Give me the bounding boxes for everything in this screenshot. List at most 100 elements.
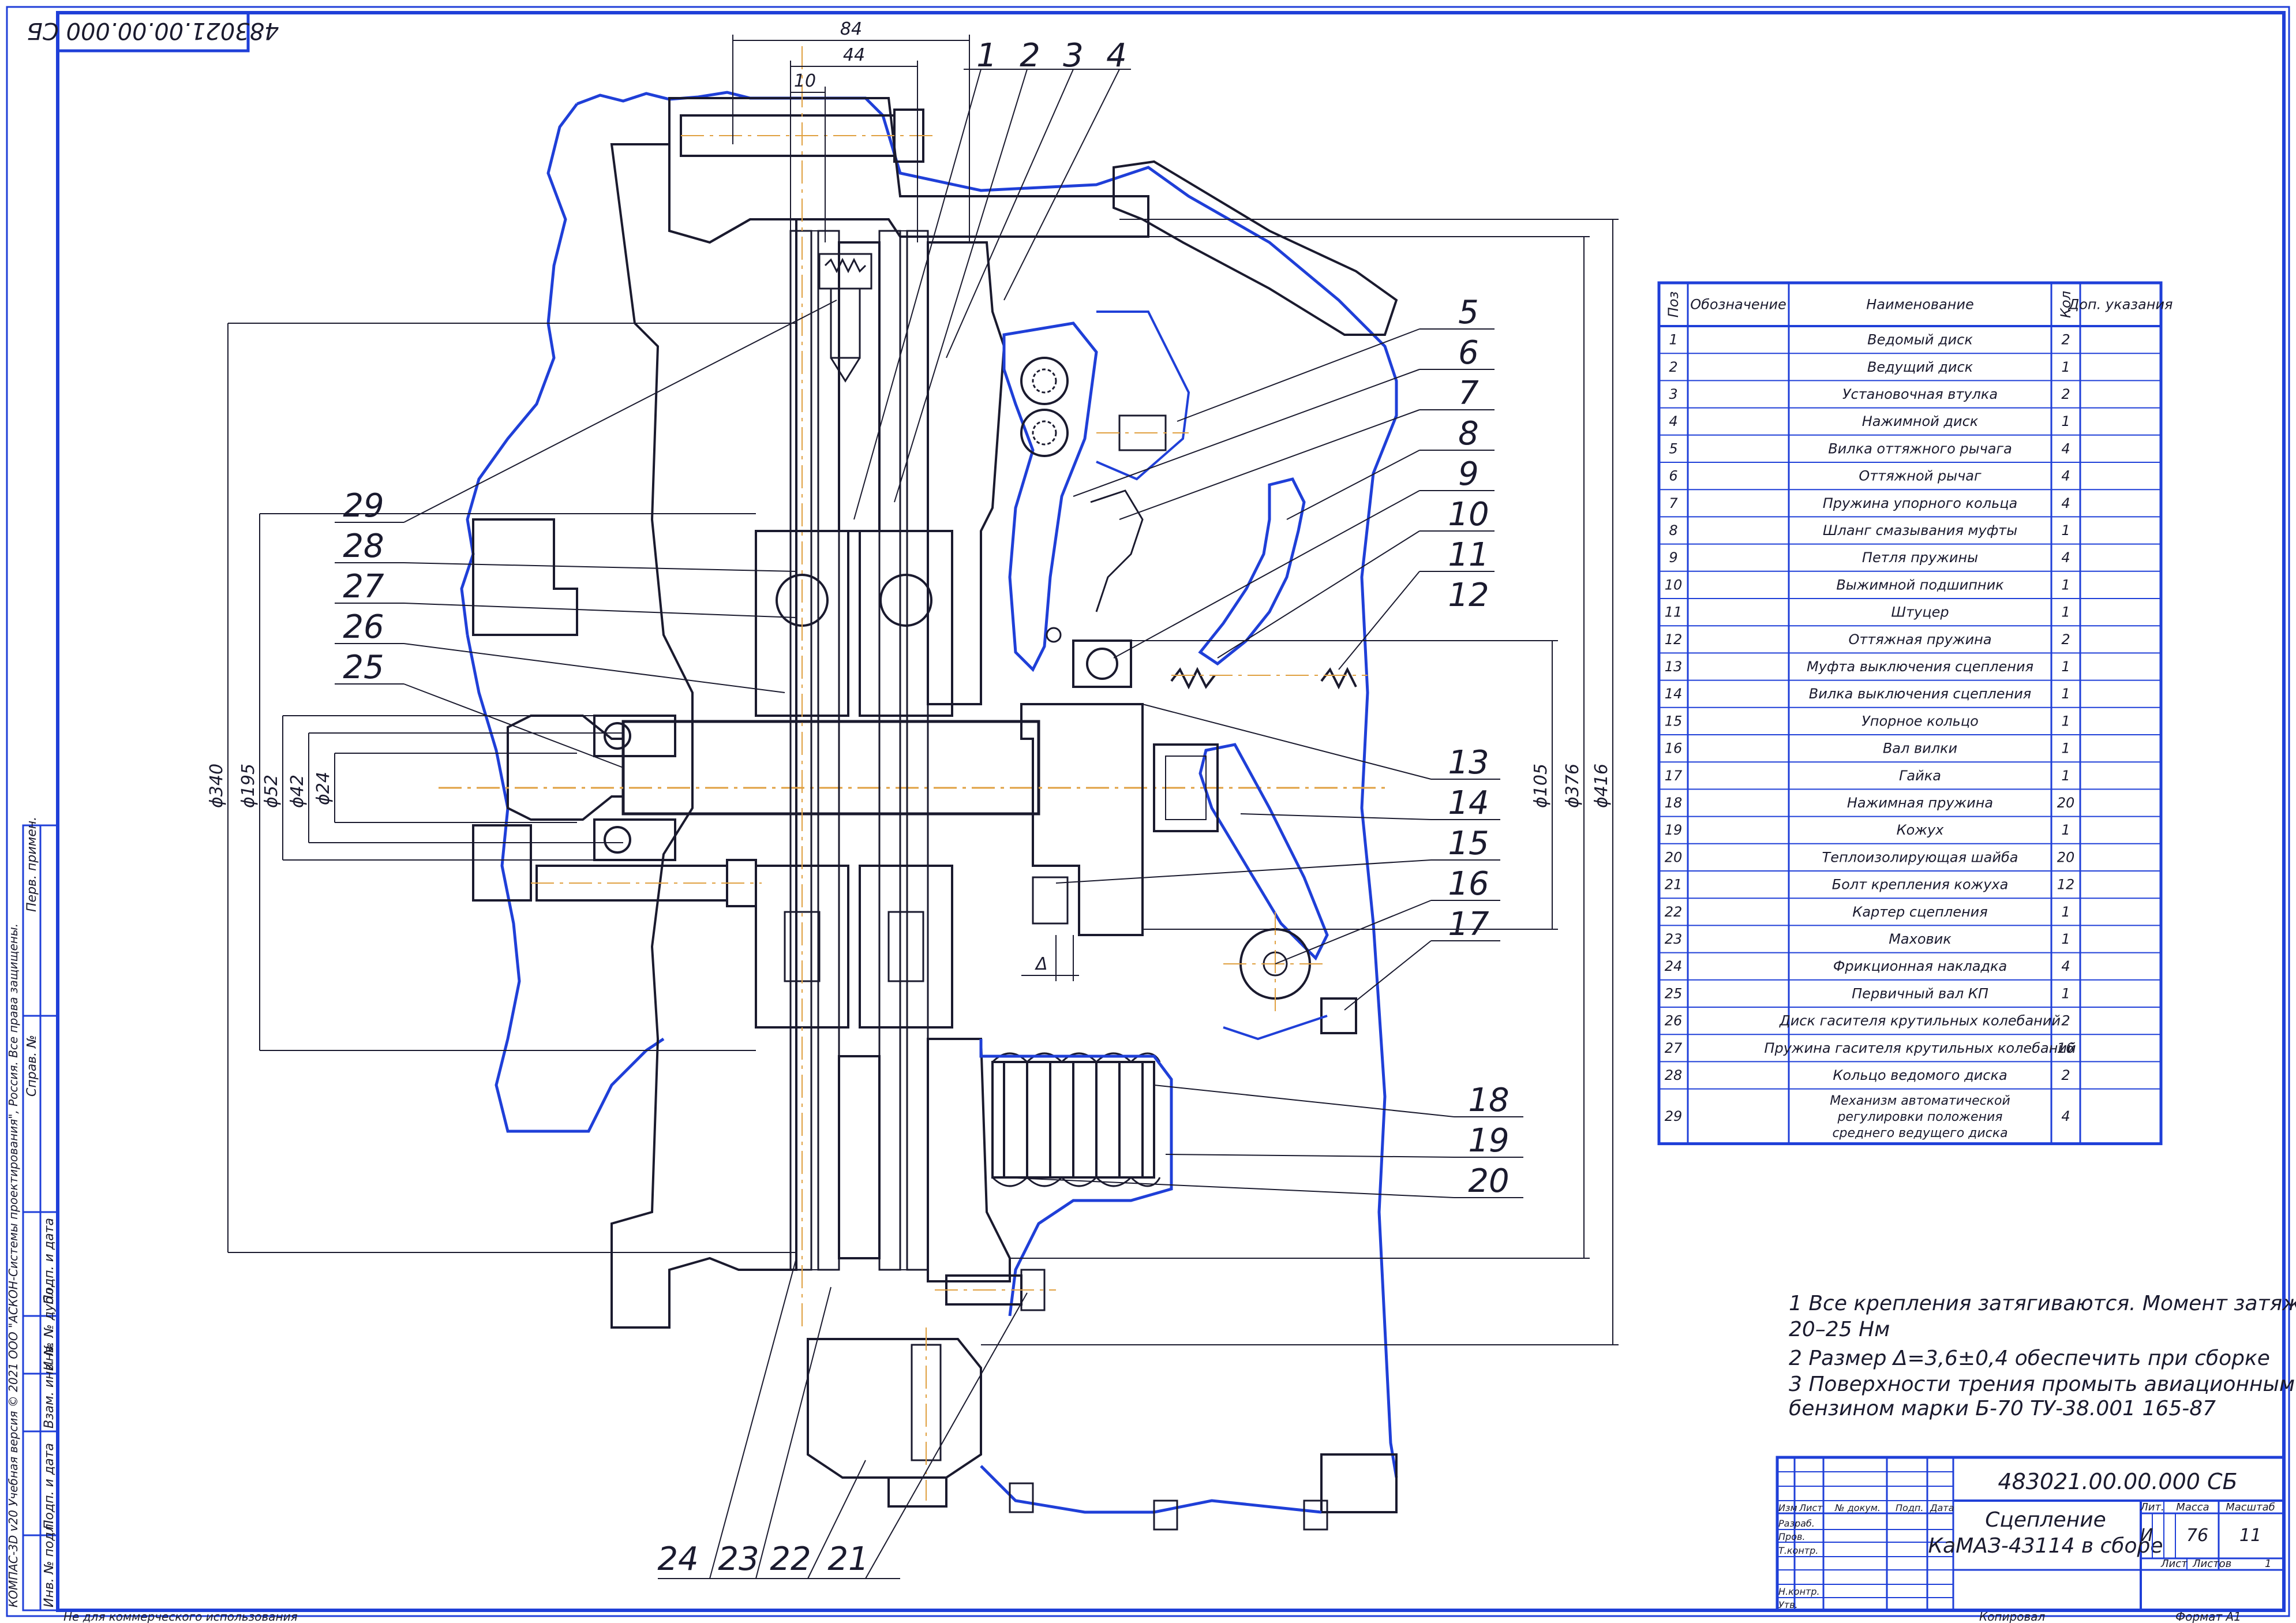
table-cell-pos: 28 [1665,1067,1683,1083]
sheet-label: Лист [2160,1558,2188,1570]
mirrored-code-box: 483021.00.00.000 СБ [27,11,279,53]
dim-d376: ϕ376 [1563,764,1583,808]
callouts: 1 2 3 4 5 6 7 8 9 10 11 12 [335,37,1523,1579]
damper-hubs [755,530,953,1029]
callout-9: 9 [1458,455,1479,493]
table-cell-pos: 17 [1665,768,1683,784]
table-cell-pos: 26 [1665,1013,1683,1029]
table-cell-pos: 23 [1665,931,1683,947]
license-notice: Не для коммерческого использования [63,1610,298,1623]
callout-6: 6 [1458,334,1479,372]
note-line-3: 2 Размер Δ=3,6±0,4 обеспечить при сборке [1789,1347,2270,1370]
table-cell-pos: 2 [1669,359,1677,375]
format-label: Формат A1 [2175,1610,2241,1623]
table-cell-name: Вилка оттяжного рычага [1828,440,2012,457]
col-podp: Подп. [1896,1502,1923,1513]
table-cell-qty: 1 [2061,904,2070,920]
stamp-podp-data-2: Подп. и дата [42,1443,57,1529]
callout-23: 23 [718,1540,759,1578]
table-cell-qty: 20 [2057,795,2075,811]
table-header-0: Поз [1665,291,1681,318]
table-cell-pos: 4 [1669,413,1677,429]
table-cell-qty: 4 [2061,958,2070,974]
table-cell-qty: 1 [2061,577,2070,593]
callout-2: 2 [1020,37,1040,74]
table-cell-name: Штуцер [1891,604,1949,620]
table-cell-name: Первичный вал КП [1852,985,1988,1001]
callout-22: 22 [770,1540,811,1578]
callout-3: 3 [1063,37,1084,74]
dim-d52: ϕ52 [261,775,282,808]
table-cell-pos: 27 [1665,1040,1683,1056]
table-cell-qty: 1 [2061,985,2070,1001]
table-cell-pos: 22 [1665,904,1683,920]
side-stamp: Перв. примен. Справ. № Подп. и дата Инв.… [6,817,59,1611]
table-header-2: Наименование [1866,297,1974,313]
dim-d42: ϕ42 [287,775,308,808]
table-cell-pos: 16 [1665,741,1683,757]
stamp-inv-dubl: Инв. № дубл. [42,1284,57,1371]
table-cell-name: Оттяжная пружина [1848,631,1991,648]
table-cell-pos: 1 [1669,332,1677,348]
row-razrab: Разраб. [1778,1518,1815,1529]
table-cell-name: Болт крепления кожуха [1832,877,2009,893]
col-list: Лист [1799,1502,1823,1513]
table-cell-name: Кожух [1897,822,1945,838]
callout-19: 19 [1468,1122,1509,1160]
lit-label: Лит. [2140,1501,2164,1513]
dim-delta: Δ [1035,954,1048,974]
scale-value: 11 [2239,1525,2261,1546]
table-header-3: Кол [2058,291,2074,318]
table-cell-name: Установочная втулка [1842,386,1998,402]
table-cell-pos: 19 [1665,822,1683,838]
table-cell-qty: 4 [2061,495,2070,511]
col-dokum: № докум. [1834,1502,1881,1513]
table-cell-pos: 25 [1665,985,1683,1001]
table-cell-pos: 3 [1669,386,1677,402]
table-cell-qty: 2 [2061,332,2070,348]
stamp-sprav: Справ. № [25,1035,39,1097]
title-block: Изм Лист № докум. Подп. Дата Разраб. Про… [1776,1456,2286,1612]
table-header-1: Обозначение [1690,297,1786,313]
mass-value: 76 [2186,1525,2208,1546]
adjuster-mechanism [818,253,872,383]
callout-13: 13 [1448,744,1489,781]
driven-disc-1 [789,230,840,1271]
table-cell-name: Ведомый диск [1867,332,1973,348]
table-cell-pos: 14 [1665,686,1683,702]
table-cell-name: Ведущий диск [1867,359,1973,375]
table-cell-qty: 1 [2061,686,2070,702]
table-cell-pos: 20 [1665,849,1683,865]
mirrored-code: 483021.00.00.000 СБ [27,17,279,44]
table-cell-name: Гайка [1899,768,1941,784]
pressure-springs [991,1052,1161,1187]
callout-8: 8 [1458,415,1479,453]
middle-drive-disc [838,241,881,1259]
callout-28: 28 [343,528,384,565]
drawing-title-line2: КаМАЗ-43114 в сборе [1928,1534,2163,1558]
callout-26: 26 [343,608,384,646]
table-cell-pos: 5 [1669,440,1677,457]
table-cell-pos: 6 [1669,468,1677,484]
col-data: Дата [1930,1502,1954,1513]
table-cell-pos: 7 [1669,495,1678,511]
table-cell-pos: 29 [1665,1108,1683,1124]
table-cell-pos: 15 [1665,713,1683,729]
drawing-title-line1: Сцепление [1985,1508,2106,1532]
table-cell-pos: 13 [1665,659,1683,675]
copied-label: Копировал [1979,1610,2045,1623]
callout-18: 18 [1468,1082,1509,1119]
table-cell-qty: 4 [2061,440,2070,457]
table-cell-qty: 12 [2057,877,2075,893]
driven-disc-2 [878,230,929,1271]
table-cell-name: Муфта выключения сцепления [1807,659,2033,675]
table-cell-name: Нажимной диск [1862,413,1979,429]
dim-d195: ϕ195 [238,764,259,808]
dim-d416: ϕ416 [1591,764,1612,808]
table-cell-pos: 10 [1665,577,1683,593]
stamp-vzam-inv: Взам. инв. № [42,1342,57,1428]
dim-84: 84 [840,19,862,39]
table-cell-pos: 9 [1669,549,1677,566]
